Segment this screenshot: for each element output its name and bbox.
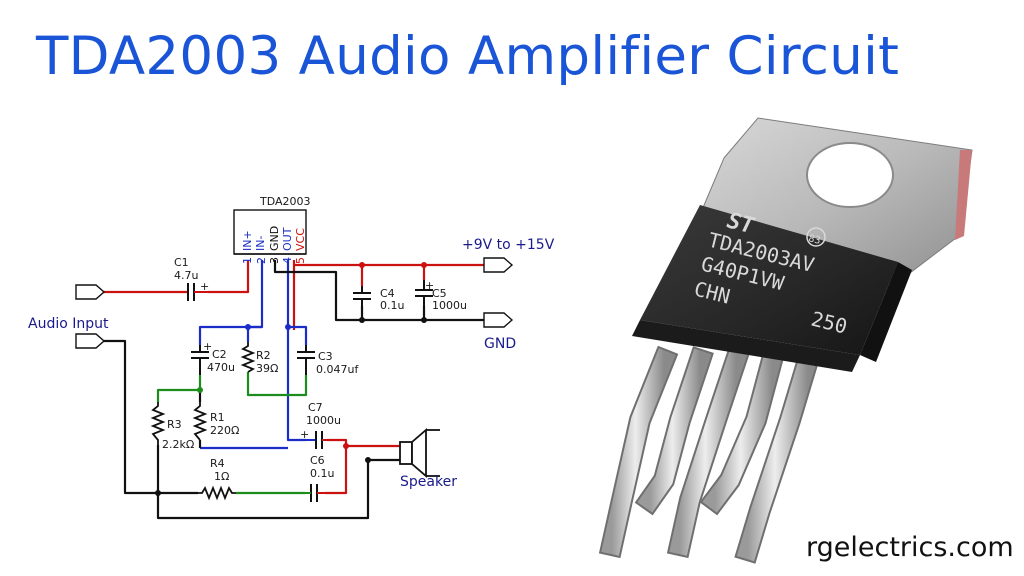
r4-value: 1Ω — [214, 470, 229, 483]
c1-ref: C1 — [174, 256, 189, 269]
c4-ref: C4 — [380, 287, 395, 300]
c5-value: 1000u — [432, 299, 467, 312]
pin-1-number: 1 — [241, 257, 254, 264]
resistor-r2 — [240, 342, 256, 373]
tda2003-chip-photo: ST 83 TDA2003AV G40P1VW CHN 250 — [598, 117, 973, 564]
chip-heat-tab — [701, 117, 973, 283]
c2-plus: + — [203, 340, 212, 353]
audio-input-label: Audio Input — [28, 316, 109, 332]
page-title: TDA2003 Audio Amplifier Circuit — [36, 26, 900, 87]
speaker-symbol — [399, 428, 440, 478]
capacitor-c5 — [415, 280, 433, 306]
c1-value: 4.7u — [174, 269, 198, 282]
gnd-connector — [483, 312, 514, 328]
r3-value: 2.2kΩ — [162, 438, 194, 451]
c7-ref: C7 — [308, 401, 323, 414]
pin-2-name: IN- — [254, 236, 267, 251]
resistor-r3 — [150, 402, 166, 445]
r2-ref: R2 — [256, 349, 271, 362]
r4-ref: R4 — [210, 457, 225, 470]
c3-ref: C3 — [318, 350, 333, 363]
supply-connector — [483, 257, 514, 273]
c7-plus: + — [300, 428, 309, 441]
capacitor-c4 — [353, 286, 371, 306]
c6-value: 0.1u — [310, 467, 334, 480]
resistor-r4 — [198, 485, 236, 501]
c7-value: 1000u — [306, 414, 341, 427]
c3-value: 0.047uf — [316, 363, 359, 376]
resistor-r1 — [192, 402, 208, 441]
capacitor-c2 — [191, 345, 209, 375]
supply-wires — [102, 260, 484, 495]
chip-leads — [598, 345, 822, 564]
c6-ref: C6 — [310, 454, 325, 467]
pin-3-name: GND — [268, 226, 281, 251]
c5-ref: C5 — [432, 287, 447, 300]
c1-plus: + — [200, 280, 209, 293]
pin-4-number: 4 — [281, 257, 294, 264]
input-connector — [75, 284, 106, 300]
ground-wires — [102, 260, 484, 520]
supply-label: +9V to +15V — [462, 237, 555, 253]
c4-value: 0.1u — [380, 299, 404, 312]
speaker-label: Speaker — [400, 474, 457, 490]
capacitor-c6 — [305, 484, 325, 502]
capacitor-c3 — [297, 345, 315, 375]
pin-5-name: VCC — [294, 228, 307, 251]
r1-value: 220Ω — [210, 424, 239, 437]
chip-body — [632, 205, 912, 372]
c5-plus: + — [425, 279, 434, 292]
gnd-label: GND — [484, 336, 516, 352]
chip-code: 83 — [807, 233, 821, 247]
pin-1-name: IN+ — [241, 230, 254, 251]
ic-name: TDA2003 — [259, 195, 311, 208]
tda2003-ic-symbol: TDA2003 IN+ IN- GND OUT VCC 1 2 3 4 5 — [233, 195, 311, 264]
c2-value: 470u — [207, 361, 235, 374]
capacitor-c1 — [187, 283, 208, 301]
network-wires — [156, 372, 308, 495]
audio-input-connector — [75, 333, 106, 349]
c2-ref: C2 — [212, 348, 227, 361]
pin-3-number: 3 — [268, 257, 281, 264]
r2-value: 39Ω — [256, 362, 278, 375]
r1-ref: R1 — [210, 411, 225, 424]
capacitor-c7 — [306, 431, 327, 449]
site-credit: rgelectrics.com — [806, 532, 1014, 563]
pin-4-name: OUT — [281, 227, 294, 251]
r3-ref: R3 — [167, 418, 182, 431]
pin-2-number: 2 — [255, 257, 268, 264]
pin-5-number: 5 — [294, 257, 307, 264]
